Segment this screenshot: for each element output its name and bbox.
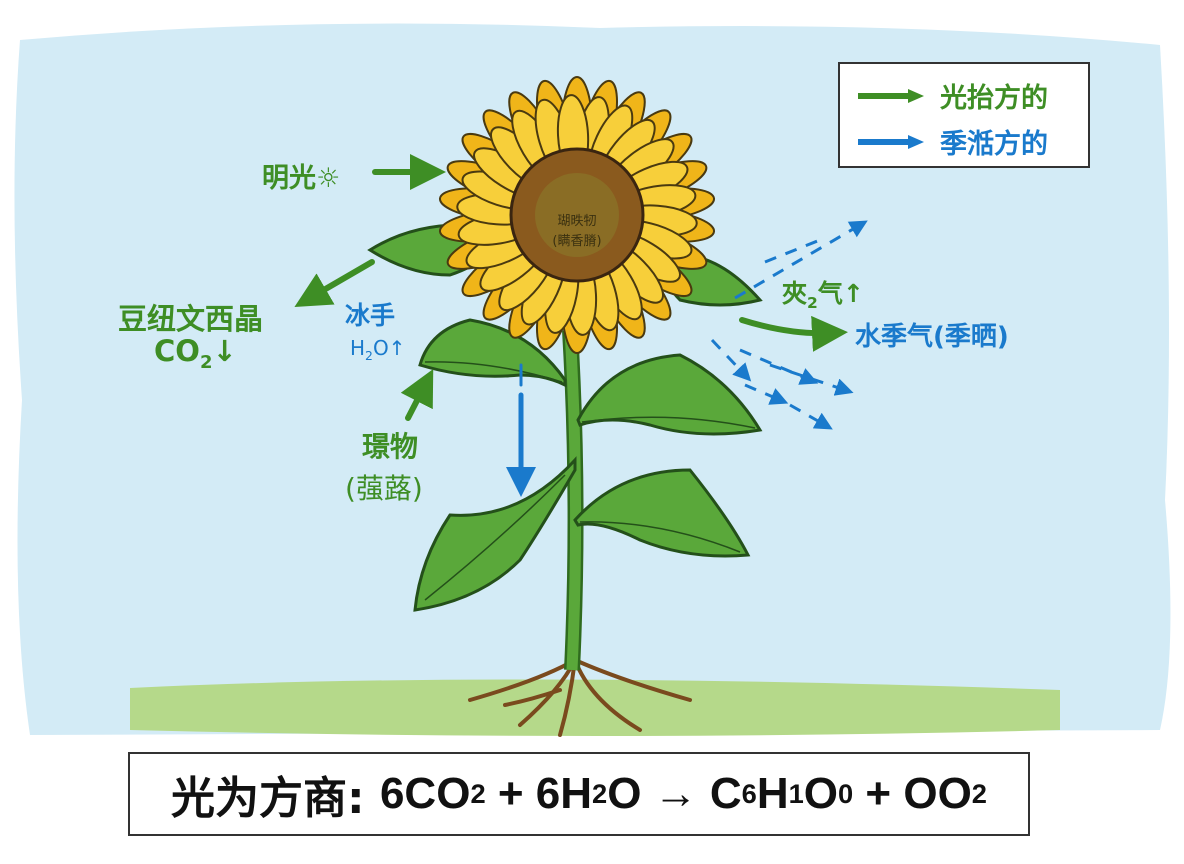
co2-subscript: 2 — [199, 351, 213, 373]
eq-plus: + — [485, 769, 536, 818]
legend-item-blue: 季湉方的 — [856, 122, 1048, 161]
sunlight-text: 明光 — [262, 163, 316, 194]
flower-center-sublabel: (瞒香膌) — [552, 234, 602, 249]
eq-arrow: → — [641, 769, 710, 818]
oxygen-arrow — [739, 315, 848, 352]
green-arrow-icon — [858, 88, 924, 103]
sun-icon: ☼ — [316, 163, 341, 194]
ground — [130, 679, 1060, 736]
down-arrow-icon: ↓ — [212, 334, 237, 368]
eq-co2: 6CO — [379, 769, 471, 818]
vapor-label: 水季气(季晒) — [855, 322, 1009, 352]
eq-o: O — [803, 769, 839, 818]
green-arrows — [294, 154, 848, 421]
roots-paren-label: (蔃蕗) — [345, 472, 423, 505]
eq-sub: 2 — [971, 778, 987, 809]
roots-arrow — [400, 368, 434, 421]
oxygen-text: 夾 — [782, 279, 808, 308]
blue-arrow-icon — [858, 134, 924, 149]
oxygen-rest: 气↑ — [817, 279, 864, 308]
flower-center-label: 瑚昳牣 — [557, 214, 597, 229]
leaf — [576, 353, 763, 436]
equation-prefix: 光为方商: — [171, 773, 380, 824]
vapor-dashes — [710, 220, 868, 430]
sunlight-label: 明光☼ — [262, 156, 340, 195]
water-formula: H2O↑ — [350, 336, 405, 363]
eq-h: H — [756, 769, 789, 818]
roots-label: 璟物 — [362, 430, 419, 463]
eq-plus: + — [853, 769, 904, 818]
eq-sub: 2 — [592, 778, 608, 809]
eq-c: C — [709, 769, 742, 818]
eq-o: O — [607, 769, 642, 818]
water-h: H — [350, 336, 366, 360]
legend-label: 光抬方的 — [940, 83, 1048, 114]
leaf — [413, 456, 577, 612]
sky-background — [14, 23, 1171, 736]
oxygen-label: 夾2气↑ — [782, 274, 864, 312]
leaf — [573, 468, 751, 558]
legend-item-green: 光抬方的 — [856, 76, 1048, 115]
eq-oo: OO — [903, 769, 972, 818]
water-o: O↑ — [372, 336, 406, 360]
legend: 光抬方的 季湉方的 — [838, 62, 1090, 168]
water-label: 冰手 — [345, 301, 396, 330]
co2-text: CO — [154, 334, 200, 368]
co2-formula: CO2↓ — [154, 334, 237, 373]
eq-sub: 6 — [741, 778, 757, 809]
oxygen-subscript: 2 — [807, 294, 818, 312]
water-subscript: 2 — [365, 348, 373, 363]
eq-sub: 0 — [838, 778, 854, 809]
co2-label: 豆纽文西晶 — [118, 302, 264, 336]
eq-sub: 2 — [470, 778, 486, 809]
eq-h: 6H — [535, 769, 593, 818]
eq-sub: 1 — [788, 778, 804, 809]
co2-arrow — [294, 259, 375, 308]
legend-label: 季湉方的 — [940, 129, 1048, 160]
